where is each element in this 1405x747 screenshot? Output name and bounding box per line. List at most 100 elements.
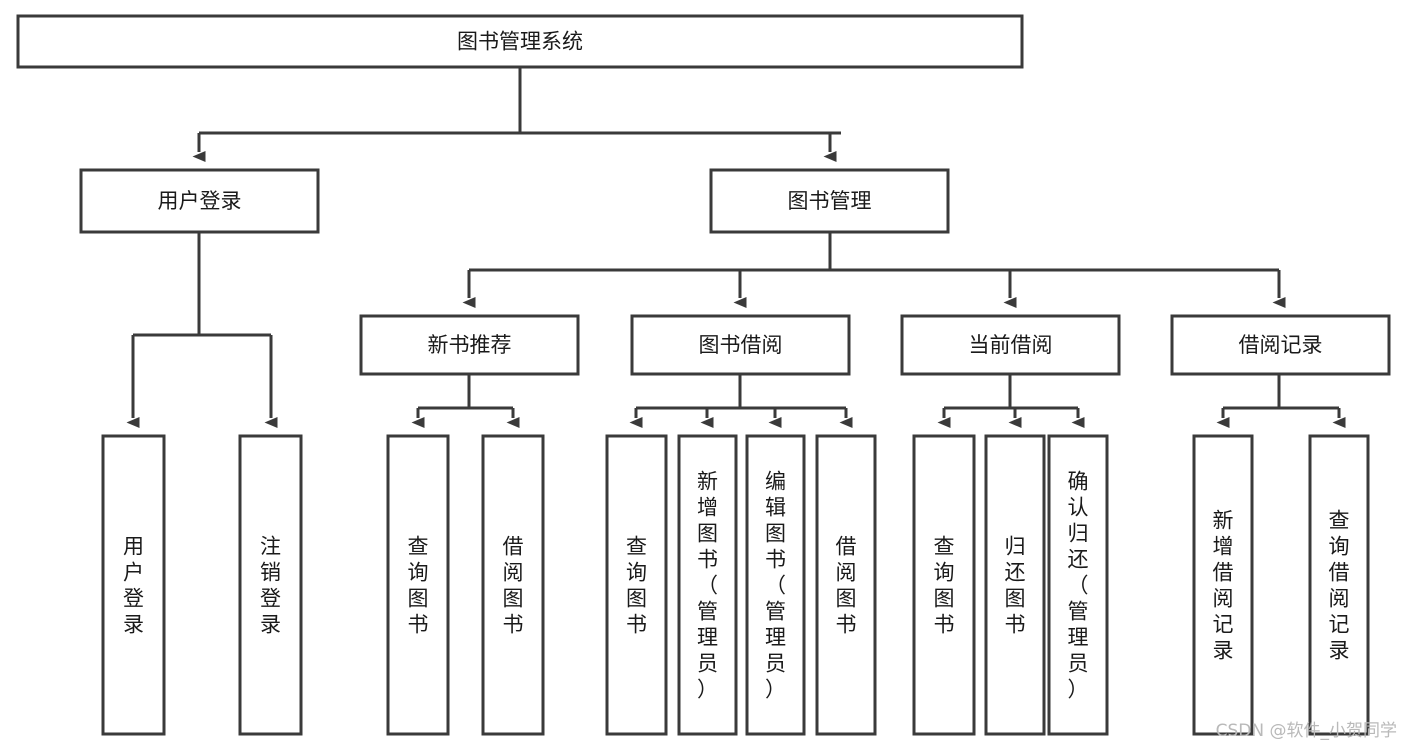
svg-text:记: 记 bbox=[1213, 612, 1234, 636]
svg-text:登: 登 bbox=[123, 586, 144, 610]
node-box-book-borrow bbox=[630, 314, 851, 376]
node-box-leaf-query-book-rec bbox=[386, 434, 450, 736]
node-box-leaf-query-book-borrow bbox=[605, 434, 668, 736]
node-box-leaf-return-book bbox=[984, 434, 1046, 736]
connector-book-management-to-level3 bbox=[462, 232, 1286, 308]
node-user-login[interactable]: 用户登录 bbox=[79, 168, 320, 234]
node-root[interactable]: 图书管理系统 bbox=[16, 14, 1024, 69]
svg-text:）: ） bbox=[765, 677, 786, 701]
svg-text:增: 增 bbox=[1213, 534, 1234, 558]
connector-user-login-to-leaves bbox=[126, 232, 278, 428]
connector-root-to-level2 bbox=[192, 67, 841, 162]
node-label-new-book-recommend: 新书推荐 bbox=[428, 333, 512, 357]
svg-text:书: 书 bbox=[408, 612, 429, 636]
svg-text:归: 归 bbox=[1068, 521, 1089, 545]
svg-text:书: 书 bbox=[697, 547, 718, 571]
node-box-leaf-borrow-book bbox=[815, 434, 877, 736]
svg-text:）: ） bbox=[697, 677, 718, 701]
connector-borrow-record-to-leaves bbox=[1216, 374, 1346, 428]
node-new-book-recommend[interactable]: 新书推荐 bbox=[359, 314, 580, 376]
svg-text:图: 图 bbox=[1005, 586, 1026, 610]
node-current-borrow[interactable]: 当前借阅 bbox=[900, 314, 1121, 376]
svg-text:借: 借 bbox=[836, 534, 857, 558]
svg-text:新: 新 bbox=[1213, 508, 1234, 532]
svg-text:用: 用 bbox=[123, 534, 144, 558]
svg-text:书: 书 bbox=[1005, 612, 1026, 636]
node-box-leaf-add-book bbox=[677, 434, 738, 736]
node-label-root: 图书管理系统 bbox=[457, 30, 583, 54]
svg-text:书: 书 bbox=[503, 612, 524, 636]
svg-text:图: 图 bbox=[503, 586, 524, 610]
svg-text:借: 借 bbox=[1213, 560, 1234, 584]
svg-text:录: 录 bbox=[260, 612, 281, 636]
svg-text:图: 图 bbox=[934, 586, 955, 610]
node-box-leaf-confirm-return bbox=[1047, 434, 1109, 736]
svg-text:图: 图 bbox=[836, 586, 857, 610]
node-label-borrow-record: 借阅记录 bbox=[1239, 333, 1323, 357]
svg-text:书: 书 bbox=[934, 612, 955, 636]
svg-text:图: 图 bbox=[626, 586, 647, 610]
svg-text:询: 询 bbox=[1329, 534, 1350, 558]
svg-text:询: 询 bbox=[934, 560, 955, 584]
node-label-book-management: 图书管理 bbox=[788, 189, 872, 213]
svg-text:还: 还 bbox=[1005, 560, 1026, 584]
svg-text:录: 录 bbox=[1329, 638, 1350, 662]
svg-text:）: ） bbox=[1068, 677, 1089, 701]
svg-text:登: 登 bbox=[260, 586, 281, 610]
svg-text:增: 增 bbox=[697, 495, 718, 519]
svg-text:查: 查 bbox=[408, 534, 429, 558]
node-borrow-record[interactable]: 借阅记录 bbox=[1170, 314, 1391, 376]
svg-text:理: 理 bbox=[765, 625, 786, 649]
node-book-borrow[interactable]: 图书借阅 bbox=[630, 314, 851, 376]
svg-text:还: 还 bbox=[1068, 547, 1089, 571]
svg-text:录: 录 bbox=[1213, 638, 1234, 662]
node-box-borrow-record bbox=[1170, 314, 1391, 376]
node-book-management[interactable]: 图书管理 bbox=[709, 168, 950, 234]
svg-text:注: 注 bbox=[260, 534, 281, 558]
svg-text:管: 管 bbox=[697, 599, 718, 623]
node-label-leaf-user-login: 用户登录 bbox=[123, 534, 144, 636]
node-box-new-book-recommend bbox=[359, 314, 580, 376]
node-box-leaf-query-book-current bbox=[912, 434, 976, 736]
svg-text:借: 借 bbox=[1329, 560, 1350, 584]
svg-text:询: 询 bbox=[408, 560, 429, 584]
svg-text:书: 书 bbox=[765, 547, 786, 571]
svg-text:辑: 辑 bbox=[765, 495, 786, 519]
svg-text:书: 书 bbox=[836, 612, 857, 636]
node-box-leaf-add-borrow-record bbox=[1192, 434, 1254, 736]
connector-book-borrow-to-leaves bbox=[629, 374, 853, 428]
svg-text:认: 认 bbox=[1068, 495, 1089, 519]
node-box-root bbox=[16, 14, 1024, 69]
svg-text:管: 管 bbox=[765, 599, 786, 623]
svg-text:阅: 阅 bbox=[836, 560, 857, 584]
connector-current-borrow-to-leaves bbox=[937, 374, 1085, 428]
svg-text:员: 员 bbox=[765, 651, 786, 675]
svg-text:理: 理 bbox=[1068, 625, 1089, 649]
node-leaf-user-login[interactable]: 用户登录 bbox=[101, 434, 166, 736]
svg-text:图: 图 bbox=[408, 586, 429, 610]
svg-text:户: 户 bbox=[123, 560, 144, 584]
node-box-leaf-edit-book bbox=[745, 434, 806, 736]
svg-text:归: 归 bbox=[1005, 534, 1026, 558]
